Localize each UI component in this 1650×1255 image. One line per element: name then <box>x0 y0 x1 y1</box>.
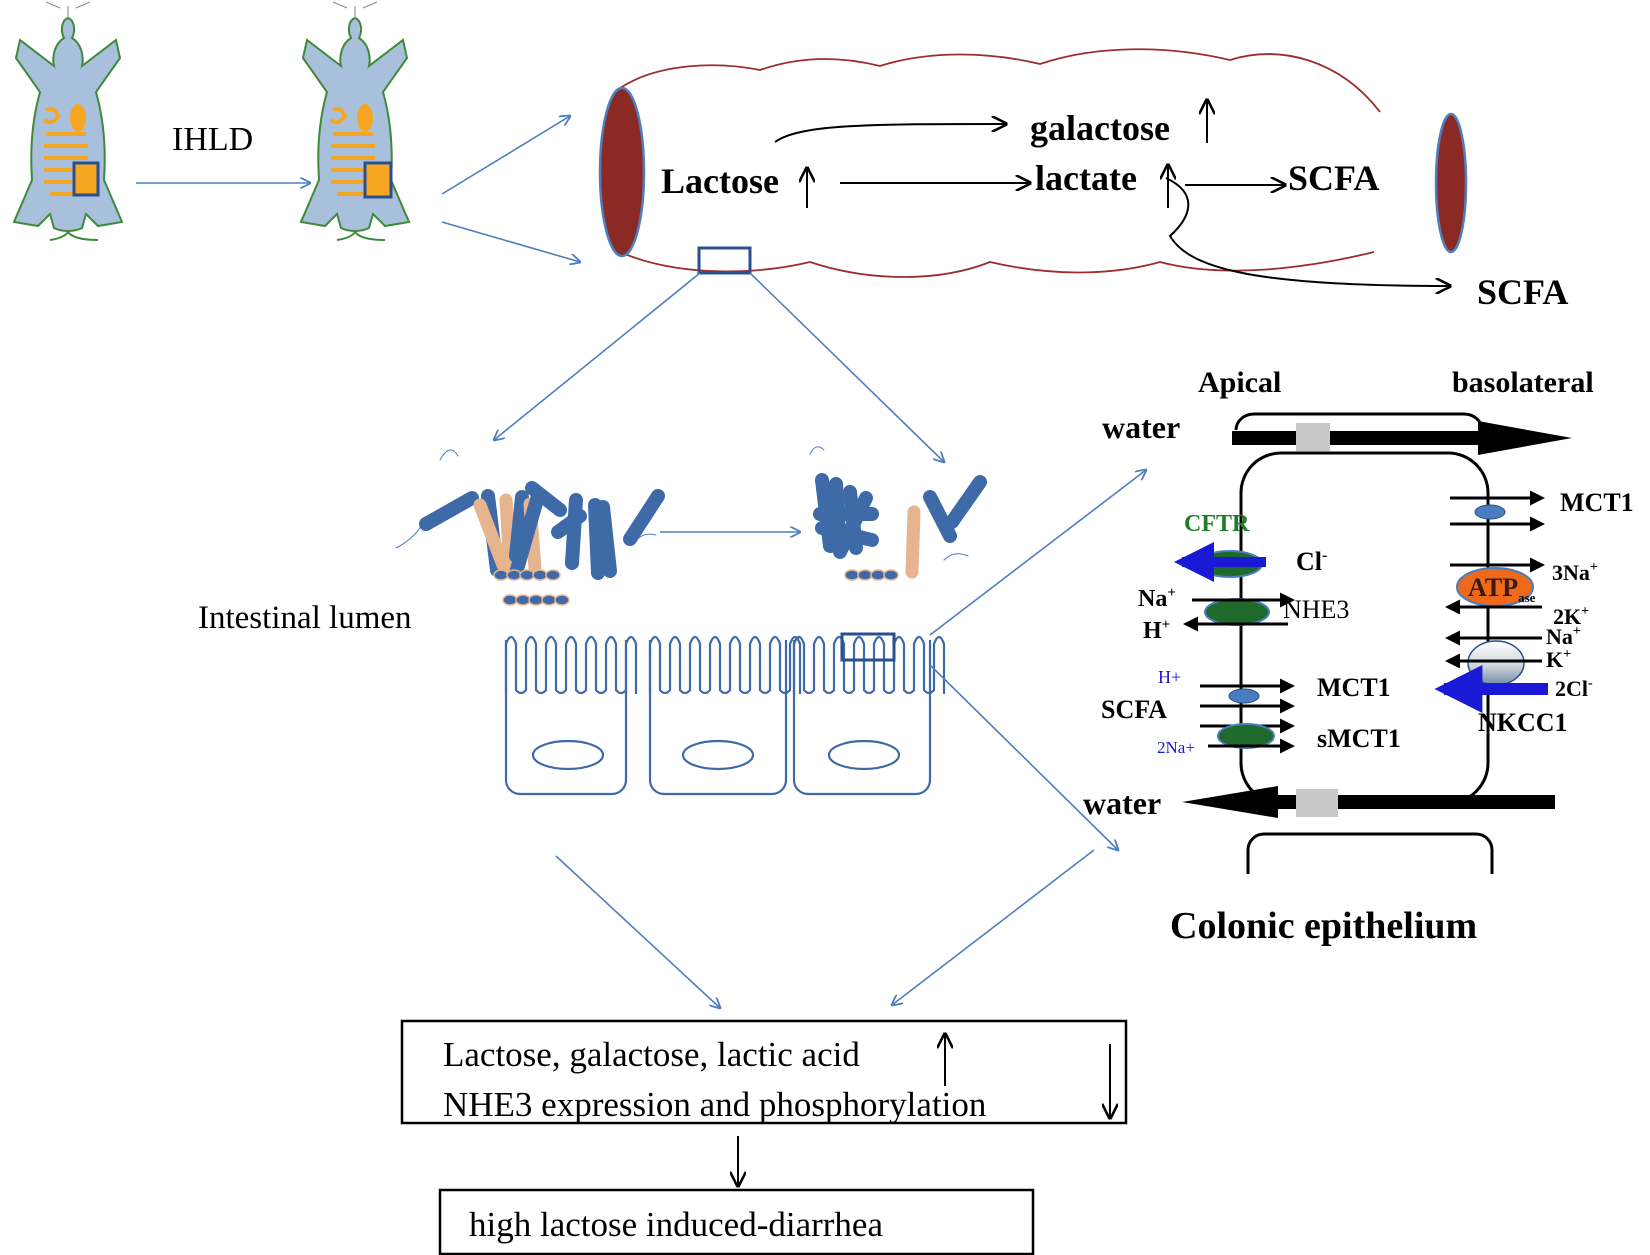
atpase-label: ATPase <box>1468 573 1536 605</box>
bacteria-cluster-after <box>809 446 987 581</box>
water-top-label: water <box>1102 409 1180 445</box>
result-box <box>438 1188 1035 1255</box>
cftr-label: CFTR <box>1184 511 1250 537</box>
galactose-label: galactose <box>1030 108 1170 148</box>
epithelium-to-summary-arrow <box>892 849 1095 1005</box>
colon-proximal-opening <box>598 86 646 258</box>
scfa-apical-label: SCFA <box>1101 695 1167 724</box>
nkcc1-transporter <box>1467 640 1525 686</box>
epithelial-cells <box>504 635 946 796</box>
colon-tube <box>598 48 1468 278</box>
colon-zoom-box <box>697 246 752 275</box>
intestinal-lumen-label: Intestinal lumen <box>198 600 412 636</box>
smct1-label: sMCT1 <box>1317 724 1401 753</box>
water-bottom-label: water <box>1083 785 1161 821</box>
nkcc-k-label: K+ <box>1546 647 1571 672</box>
lactate-label: lactate <box>1035 158 1137 198</box>
smct1-transporter <box>1217 723 1275 749</box>
nhe3-label: NHE3 <box>1283 595 1349 624</box>
summary-line-1: Lactose, galactose, lactic acid <box>443 1035 860 1074</box>
summary-box <box>400 1019 1128 1125</box>
two-cl-label: 2Cl- <box>1555 676 1593 701</box>
h-plus-label: H+ <box>1158 667 1181 687</box>
mouse-ihld-icon <box>299 1 411 241</box>
summary-line-2: NHE3 expression and phosphorylation <box>443 1085 986 1124</box>
tight-junction-top-gap <box>1296 423 1330 451</box>
scfa-inner-label: SCFA <box>1288 158 1379 198</box>
colon-distal-opening <box>1434 112 1468 254</box>
mouse-control-icon <box>12 1 124 241</box>
zoom-arrow-to-epithelium-lower <box>929 664 1118 850</box>
mct1-baso-label: MCT1 <box>1560 488 1634 517</box>
result-label: high lactose induced-diarrhea <box>469 1205 883 1244</box>
two-na-plus-label: 2Na+ <box>1157 738 1195 757</box>
lactose-to-galactose-arrow <box>774 124 1006 143</box>
cl-label: Cl- <box>1296 547 1327 576</box>
lactate-to-scfa-absorbed-arrow <box>1165 177 1450 286</box>
mct1-apical-transporter <box>1228 688 1260 704</box>
basolateral-label: basolateral <box>1452 366 1594 399</box>
zoom-arrow-to-lumen-right <box>749 272 944 462</box>
ihld-label: IHLD <box>172 121 253 158</box>
cell-zoom-box <box>840 632 896 662</box>
adjacent-cell-bottom <box>1246 832 1494 874</box>
tight-junction-bottom-gap <box>1296 789 1338 817</box>
mct1-apical-label: MCT1 <box>1317 673 1391 702</box>
nkcc-na-label: Na+ <box>1546 624 1581 649</box>
tight-junction-top <box>1234 412 1484 431</box>
lactose-label: Lactose <box>661 161 779 201</box>
apical-label: Apical <box>1198 366 1281 399</box>
zoom-arrow-to-lumen-left <box>494 272 701 440</box>
na-label: Na+ <box>1138 585 1176 612</box>
colonic-epithelium-title: Colonic epithelium <box>1170 905 1477 947</box>
cells-to-summary-arrow <box>555 855 720 1008</box>
two-k-label: 2K+ <box>1553 604 1589 629</box>
water-absorption-arrow <box>1232 421 1572 455</box>
nkcc1-label: NKCC1 <box>1478 708 1568 737</box>
mouse-to-colon-arrow-upper <box>441 116 570 195</box>
bacteria-cluster-before <box>395 449 665 606</box>
scfa-outer-label: SCFA <box>1477 272 1568 312</box>
mct1-baso-transporter <box>1474 504 1506 520</box>
mouse-to-colon-arrow-lower <box>441 221 580 262</box>
nhe3-transporter <box>1204 598 1270 626</box>
three-na-label: 3Na+ <box>1552 560 1598 585</box>
h-label: H+ <box>1143 617 1170 644</box>
water-secretion-arrow <box>1182 786 1555 818</box>
zoom-arrow-to-epithelium-upper <box>929 470 1146 636</box>
